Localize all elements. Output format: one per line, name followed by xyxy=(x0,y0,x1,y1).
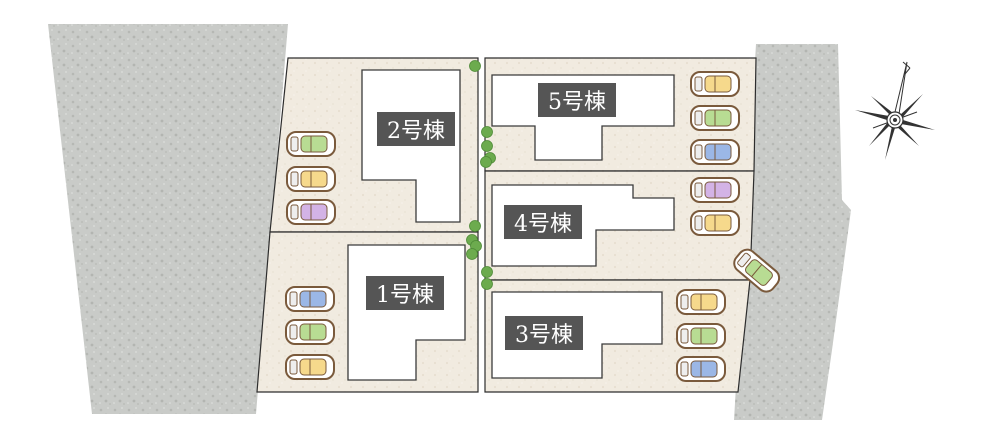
parked-car xyxy=(285,286,335,312)
parked-cars xyxy=(285,71,781,382)
parked-car xyxy=(690,177,740,203)
parked-car xyxy=(690,210,740,236)
parked-car xyxy=(676,323,726,349)
house-labels: 2号棟 1号棟 5号棟 4号棟 3号棟 xyxy=(366,83,616,350)
parked-car xyxy=(676,289,726,315)
parked-car xyxy=(286,166,336,192)
parked-car xyxy=(286,131,336,157)
house-label-2: 2号棟 xyxy=(377,112,455,146)
parked-car xyxy=(286,199,336,225)
road-left xyxy=(48,24,288,414)
svg-text:1号棟: 1号棟 xyxy=(376,283,434,308)
svg-text:3号棟: 3号棟 xyxy=(515,323,573,348)
hedge-bush xyxy=(481,278,493,290)
house-label-3: 3号棟 xyxy=(505,316,583,350)
parked-car xyxy=(676,356,726,382)
parked-car xyxy=(690,71,740,97)
house-label-1: 1号棟 xyxy=(366,276,444,310)
compass-rose-icon xyxy=(855,61,935,160)
svg-text:2号棟: 2号棟 xyxy=(387,119,445,144)
hedge-bush xyxy=(469,220,481,232)
parked-car xyxy=(733,248,781,293)
parked-car xyxy=(690,105,740,131)
parked-car xyxy=(285,354,335,380)
road-right xyxy=(734,44,851,420)
building-5 xyxy=(491,74,675,161)
parked-car xyxy=(690,139,740,165)
svg-text:5号棟: 5号棟 xyxy=(548,90,606,115)
hedge-bush xyxy=(481,140,493,152)
hedge-bush xyxy=(481,126,493,138)
parked-car xyxy=(285,319,335,345)
hedge-bush xyxy=(481,266,493,278)
house-label-5: 5号棟 xyxy=(538,83,616,117)
hedge-bush xyxy=(469,60,481,72)
hedge-bush xyxy=(466,248,478,260)
hedge-bush xyxy=(480,156,492,168)
svg-text:4号棟: 4号棟 xyxy=(514,212,572,237)
house-label-4: 4号棟 xyxy=(504,205,582,239)
hedges xyxy=(466,60,496,290)
